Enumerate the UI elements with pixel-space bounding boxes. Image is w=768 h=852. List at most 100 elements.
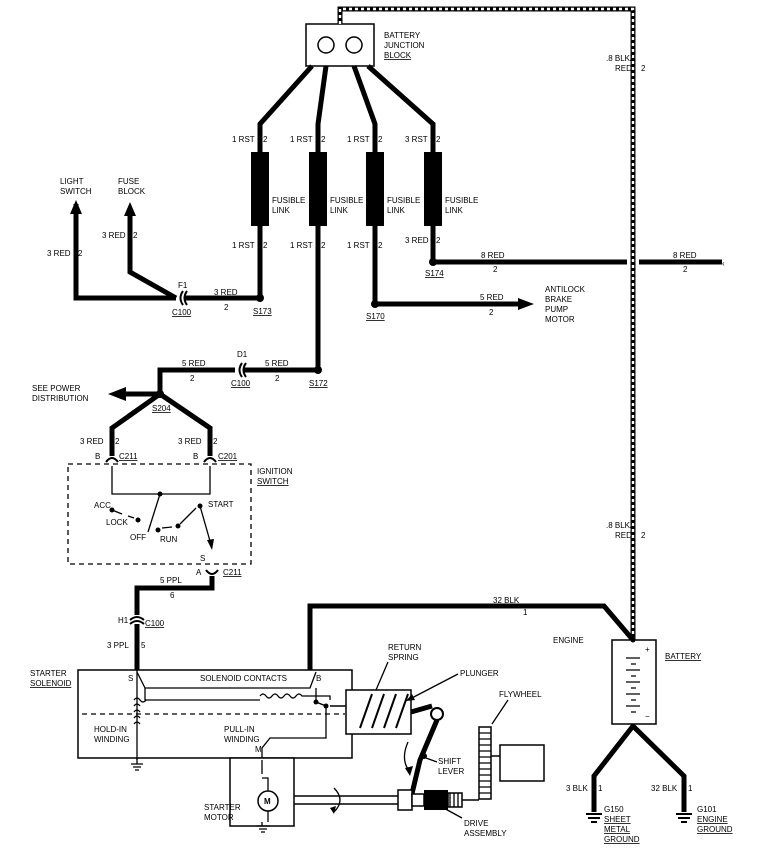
svg-text:METAL: METAL <box>604 825 631 834</box>
battery-label: BATTERY <box>665 652 702 661</box>
drive-assembly: DRIVE ASSEMBLY <box>397 789 507 838</box>
svg-text:1: 1 <box>523 608 528 617</box>
svg-text:32 BLK: 32 BLK <box>651 784 678 793</box>
splice-s170: S170 <box>366 300 385 321</box>
ground-g150: G150 SHEET METAL GROUND <box>586 805 640 844</box>
svg-text:BRAKE: BRAKE <box>545 295 572 304</box>
fusible-link-3: FUSIBLE LINK <box>366 152 420 226</box>
svg-text:BLOCK: BLOCK <box>118 187 146 196</box>
fusible-link-1: FUSIBLE LINK <box>251 152 305 226</box>
svg-text:PUMP: PUMP <box>545 305 568 314</box>
svg-text:S174: S174 <box>425 269 444 278</box>
plunger-assembly: RETURN SPRING PLUNGER <box>330 643 499 735</box>
svg-text:FUSIBLE: FUSIBLE <box>272 196 305 205</box>
svg-text:F1: F1 <box>178 281 188 290</box>
svg-text:G101: G101 <box>697 805 717 814</box>
svg-text:−: − <box>645 712 650 721</box>
svg-text:2: 2 <box>683 265 688 274</box>
svg-text:2: 2 <box>78 249 83 258</box>
svg-text:2: 2 <box>275 374 280 383</box>
engine-label: ENGINE <box>553 636 584 645</box>
svg-text:32 BLK: 32 BLK <box>493 596 520 605</box>
feed-wire-label: .8 BLK/ <box>606 54 633 63</box>
svg-text:C100: C100 <box>172 308 192 317</box>
svg-text:LINK: LINK <box>272 206 290 215</box>
svg-text:STARTER: STARTER <box>30 669 67 678</box>
svg-text:START: START <box>208 500 234 509</box>
starter-solenoid: STARTER SOLENOID S B SOLENOID CONTACTS H… <box>30 669 353 760</box>
svg-text:FUSIBLE: FUSIBLE <box>330 196 363 205</box>
ground-g101: G101 ENGINE GROUND <box>676 805 733 834</box>
svg-text:S170: S170 <box>366 312 385 321</box>
splice-s174: S174 <box>425 258 444 278</box>
fuse-block-label: FUSE <box>118 177 139 186</box>
svg-text:1 RST: 1 RST <box>347 135 370 144</box>
svg-text:1 RST: 1 RST <box>290 135 313 144</box>
svg-text:IGNITION: IGNITION <box>257 467 293 476</box>
svg-text:GROUND: GROUND <box>697 825 733 834</box>
svg-text:8 RED: 8 RED <box>673 251 697 260</box>
svg-text:SHEET: SHEET <box>604 815 631 824</box>
svg-text:3 BLK: 3 BLK <box>566 784 588 793</box>
svg-text:2: 2 <box>213 437 218 446</box>
svg-text:2: 2 <box>436 236 441 245</box>
svg-text:DISTRIBUTION: DISTRIBUTION <box>32 394 89 403</box>
svg-text:LINK: LINK <box>330 206 348 215</box>
svg-text:.8 BLK/: .8 BLK/ <box>606 521 633 530</box>
svg-text:MOTOR: MOTOR <box>204 813 234 822</box>
svg-text:A: A <box>196 568 202 577</box>
drive-assembly-label: DRIVE <box>464 819 488 828</box>
solenoid-contacts-label: SOLENOID CONTACTS <box>200 674 287 683</box>
fusible-link-4: FUSIBLE LINK <box>424 152 478 226</box>
svg-text:ACC: ACC <box>94 501 111 510</box>
svg-text:3 RED: 3 RED <box>102 231 126 240</box>
svg-text:WINDING: WINDING <box>94 735 130 744</box>
svg-text:2: 2 <box>641 64 646 73</box>
svg-text:2: 2 <box>641 531 646 540</box>
plunger-label: PLUNGER <box>460 669 499 678</box>
svg-text:B: B <box>95 452 100 461</box>
svg-text:2: 2 <box>224 303 229 312</box>
junction-block-label-1: BATTERY <box>384 31 421 40</box>
svg-text:ASSEMBLY: ASSEMBLY <box>464 829 507 838</box>
svg-text:ENGINE: ENGINE <box>697 815 728 824</box>
ignition-switch: IGNITION SWITCH ACC LOCK OFF RUN START S <box>67 463 293 565</box>
fusible-link-2: FUSIBLE LINK <box>309 152 363 226</box>
svg-text:3 RST: 3 RST <box>405 135 428 144</box>
svg-text:1 RST: 1 RST <box>232 135 255 144</box>
svg-text:2: 2 <box>378 241 383 250</box>
svg-text:FUSIBLE: FUSIBLE <box>445 196 478 205</box>
svg-text:LEVER: LEVER <box>438 767 464 776</box>
connector-c100-f1: F1 C100 <box>172 281 192 317</box>
junction-block-label-2: JUNCTION <box>384 41 425 50</box>
svg-text:5: 5 <box>141 641 146 650</box>
svg-text:C211: C211 <box>223 568 242 577</box>
svg-text:5 PPL: 5 PPL <box>160 576 182 585</box>
svg-text:1: 1 <box>688 784 693 793</box>
battery-feed-cable: .8 BLK/ RED 2 .8 BLK/ RED 2 <box>337 6 646 640</box>
svg-text:2: 2 <box>321 135 326 144</box>
svg-text:LINK: LINK <box>387 206 405 215</box>
svg-text:C100: C100 <box>231 379 251 388</box>
svg-text:C100: C100 <box>145 619 165 628</box>
svg-text:SPRING: SPRING <box>388 653 419 662</box>
connector-c100-h1: H1 C100 <box>118 616 165 628</box>
svg-text:RUN: RUN <box>160 535 178 544</box>
splice-s204: S204 <box>152 390 171 413</box>
svg-text:2: 2 <box>263 135 268 144</box>
svg-text:RED: RED <box>615 64 632 73</box>
svg-text:2: 2 <box>378 135 383 144</box>
svg-text:3 RED: 3 RED <box>214 288 238 297</box>
svg-text:5 RED: 5 RED <box>480 293 504 302</box>
splice-s173: S173 <box>253 294 272 316</box>
svg-text:1 RST: 1 RST <box>232 241 255 250</box>
svg-text:3 RED: 3 RED <box>178 437 202 446</box>
hold-in-label: HOLD-IN <box>94 725 127 734</box>
connector-c100-d1: D1 C100 <box>231 350 251 388</box>
flywheel: FLYWHEEL <box>478 690 545 800</box>
svg-text:2: 2 <box>115 437 120 446</box>
svg-text:GROUND: GROUND <box>604 835 640 844</box>
svg-text:LOCK: LOCK <box>106 518 128 527</box>
svg-text:2: 2 <box>133 231 138 240</box>
svg-text:+: + <box>645 645 650 654</box>
